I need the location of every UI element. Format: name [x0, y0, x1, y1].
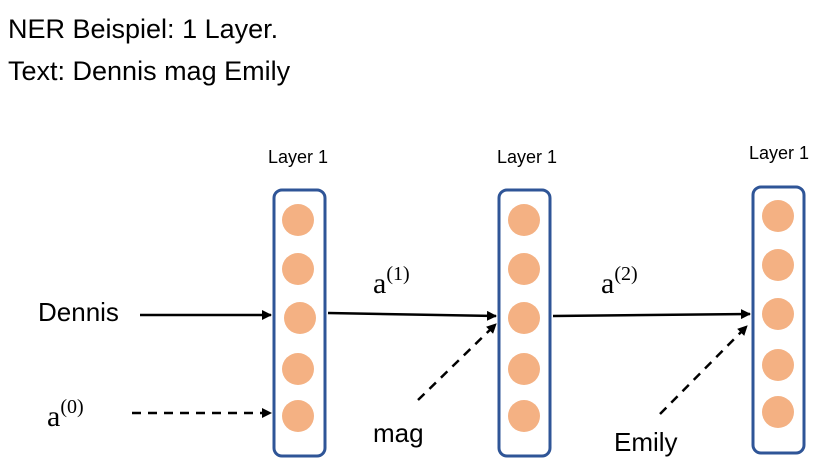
- arrow-layer1-to-layer2: [327, 310, 497, 321]
- input-word-dennis: Dennis: [38, 297, 119, 327]
- input-word-emily: Emily: [614, 427, 678, 457]
- layer-label-1: Layer 1: [268, 147, 328, 167]
- arrow-mag-to-layer2: [417, 323, 497, 401]
- layer-box-2: [497, 188, 552, 458]
- arrow-layer2-to-layer3: [552, 309, 751, 320]
- unit-l3-3: [762, 298, 794, 330]
- layer-box-1: [272, 188, 327, 458]
- layer-box-3: [751, 185, 806, 455]
- unit-l2-3: [508, 302, 540, 334]
- activation-a0: a(0): [47, 396, 84, 433]
- unit-l1-3: [284, 302, 316, 334]
- unit-l1-4: [282, 353, 314, 385]
- unit-l2-2: [508, 253, 540, 285]
- layer-label-3: Layer 1: [749, 143, 809, 163]
- unit-l1-1: [282, 204, 314, 236]
- unit-l3-2: [762, 249, 794, 281]
- activation-a2: a(2): [601, 263, 638, 300]
- slide-subtitle: Text: Dennis mag Emily: [8, 56, 291, 86]
- unit-l1-5: [282, 400, 314, 432]
- unit-l3-1: [762, 200, 794, 232]
- input-word-mag: mag: [373, 418, 424, 448]
- unit-l3-5: [762, 396, 794, 428]
- unit-l2-5: [508, 400, 540, 432]
- unit-l2-1: [508, 204, 540, 236]
- unit-l1-2: [282, 253, 314, 285]
- layer-label-2: Layer 1: [497, 147, 557, 167]
- activation-a1: a(1): [373, 263, 410, 300]
- arrow-emily-to-layer3: [659, 325, 748, 415]
- slide-title: NER Beispiel: 1 Layer.: [8, 14, 279, 44]
- unit-l3-4: [762, 349, 794, 381]
- unit-l2-4: [508, 353, 540, 385]
